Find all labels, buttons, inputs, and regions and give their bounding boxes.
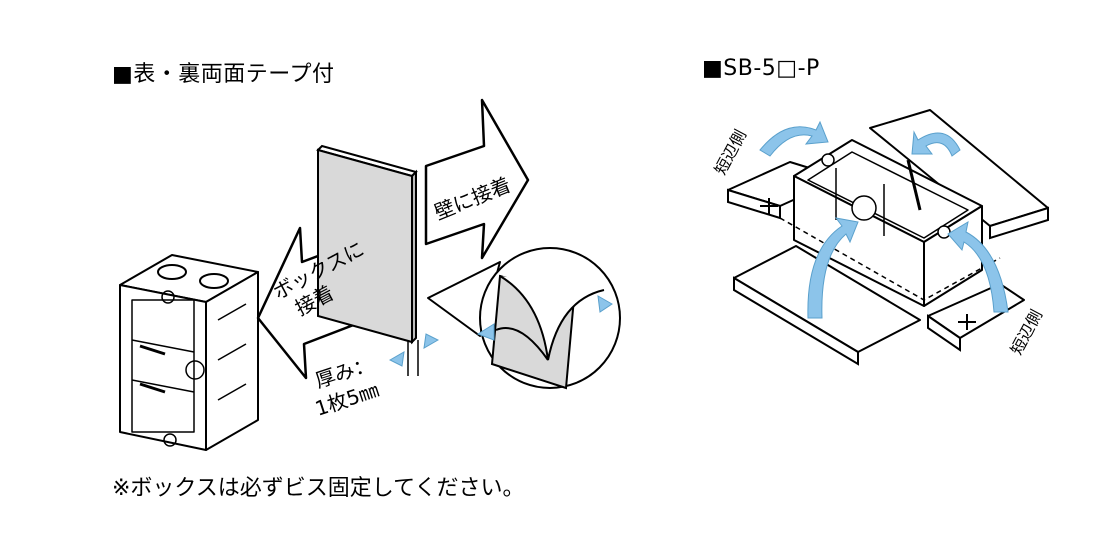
short-side-label-bottom: 短辺側 xyxy=(1007,307,1046,358)
outlet-box-illustration xyxy=(119,254,259,451)
tape-detail-magnifier xyxy=(427,247,621,390)
tape-panel-bottom-left xyxy=(733,245,921,366)
wall-adhesion-arrow xyxy=(424,98,530,260)
screw-fixing-note: ※ボックスは必ずビス固定してください。 xyxy=(112,476,525,501)
heading-double-sided-tape: ■表・裏両面テープ付 xyxy=(112,62,335,87)
heading-model-number: ■SB-5□-P xyxy=(702,56,820,81)
blue-application-arrows xyxy=(759,120,1009,319)
sb-box-illustration xyxy=(793,139,983,307)
thickness-indicator xyxy=(388,333,440,376)
short-side-label-top: 短辺側 xyxy=(711,127,750,178)
double-sided-tape-panel xyxy=(316,144,418,345)
